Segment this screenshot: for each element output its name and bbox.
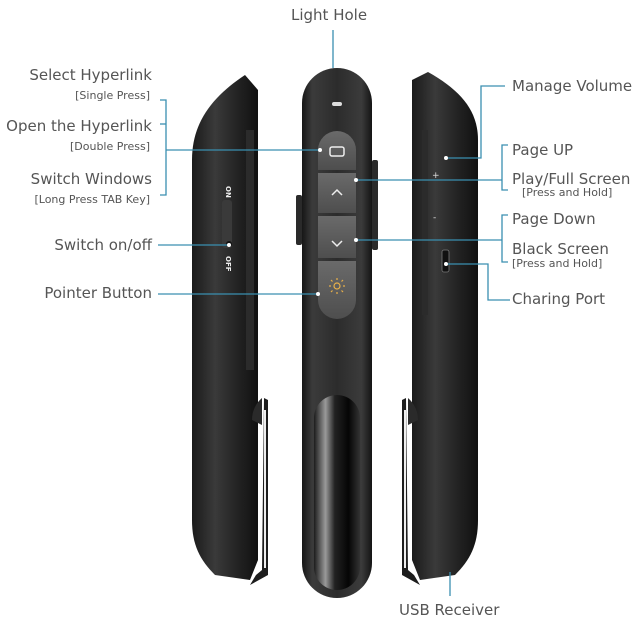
switch-on-mark: ON [224,186,232,198]
note-double-press: [Double Press] [69,140,150,153]
usb-receiver-cap [314,395,360,590]
note-press-hold-play: [Press and Hold] [522,186,613,199]
label-manage-volume: Manage Volume [512,77,633,95]
label-pointer-button: Pointer Button [44,284,152,302]
charging-port [441,249,450,273]
label-switch-windows: Switch Windows [30,170,152,188]
label-black-screen: Black Screen [512,240,609,258]
device-left-side [192,75,268,585]
hyperlink-button[interactable] [318,131,356,170]
note-long-press-tab: [Long Press TAB Key] [34,193,150,206]
sun-icon [329,278,345,294]
page-up-button[interactable] [318,173,356,213]
label-charging-port: Charing Port [512,290,606,308]
callout-lines [158,30,510,596]
label-page-up: Page UP [512,141,574,159]
label-switch-on-off: Switch on/off [54,236,152,254]
label-light-hole: Light Hole [291,6,368,24]
note-press-hold-black: [Press and Hold] [512,257,603,270]
pointer-button[interactable] [318,261,356,319]
chevron-up-icon [331,188,343,196]
label-play-full-screen: Play/Full Screen [512,170,631,188]
rectangle-icon [329,146,345,157]
page-down-button[interactable] [318,216,356,258]
light-hole-indicator [332,102,342,106]
label-page-down: Page Down [512,210,596,228]
switch-off-mark: OFF [224,256,232,272]
chevron-down-icon [331,240,343,248]
device-front [296,68,378,598]
label-open-hyperlink: Open the Hyperlink [6,117,152,135]
device-right-side: + - [402,72,478,585]
power-switch [222,200,232,248]
label-select-hyperlink: Select Hyperlink [29,66,152,84]
label-usb-receiver: USB Receiver [399,601,500,619]
note-single-press: [Single Press] [75,89,150,102]
volume-minus-mark: - [433,213,436,223]
volume-plus-mark: + [432,171,440,181]
